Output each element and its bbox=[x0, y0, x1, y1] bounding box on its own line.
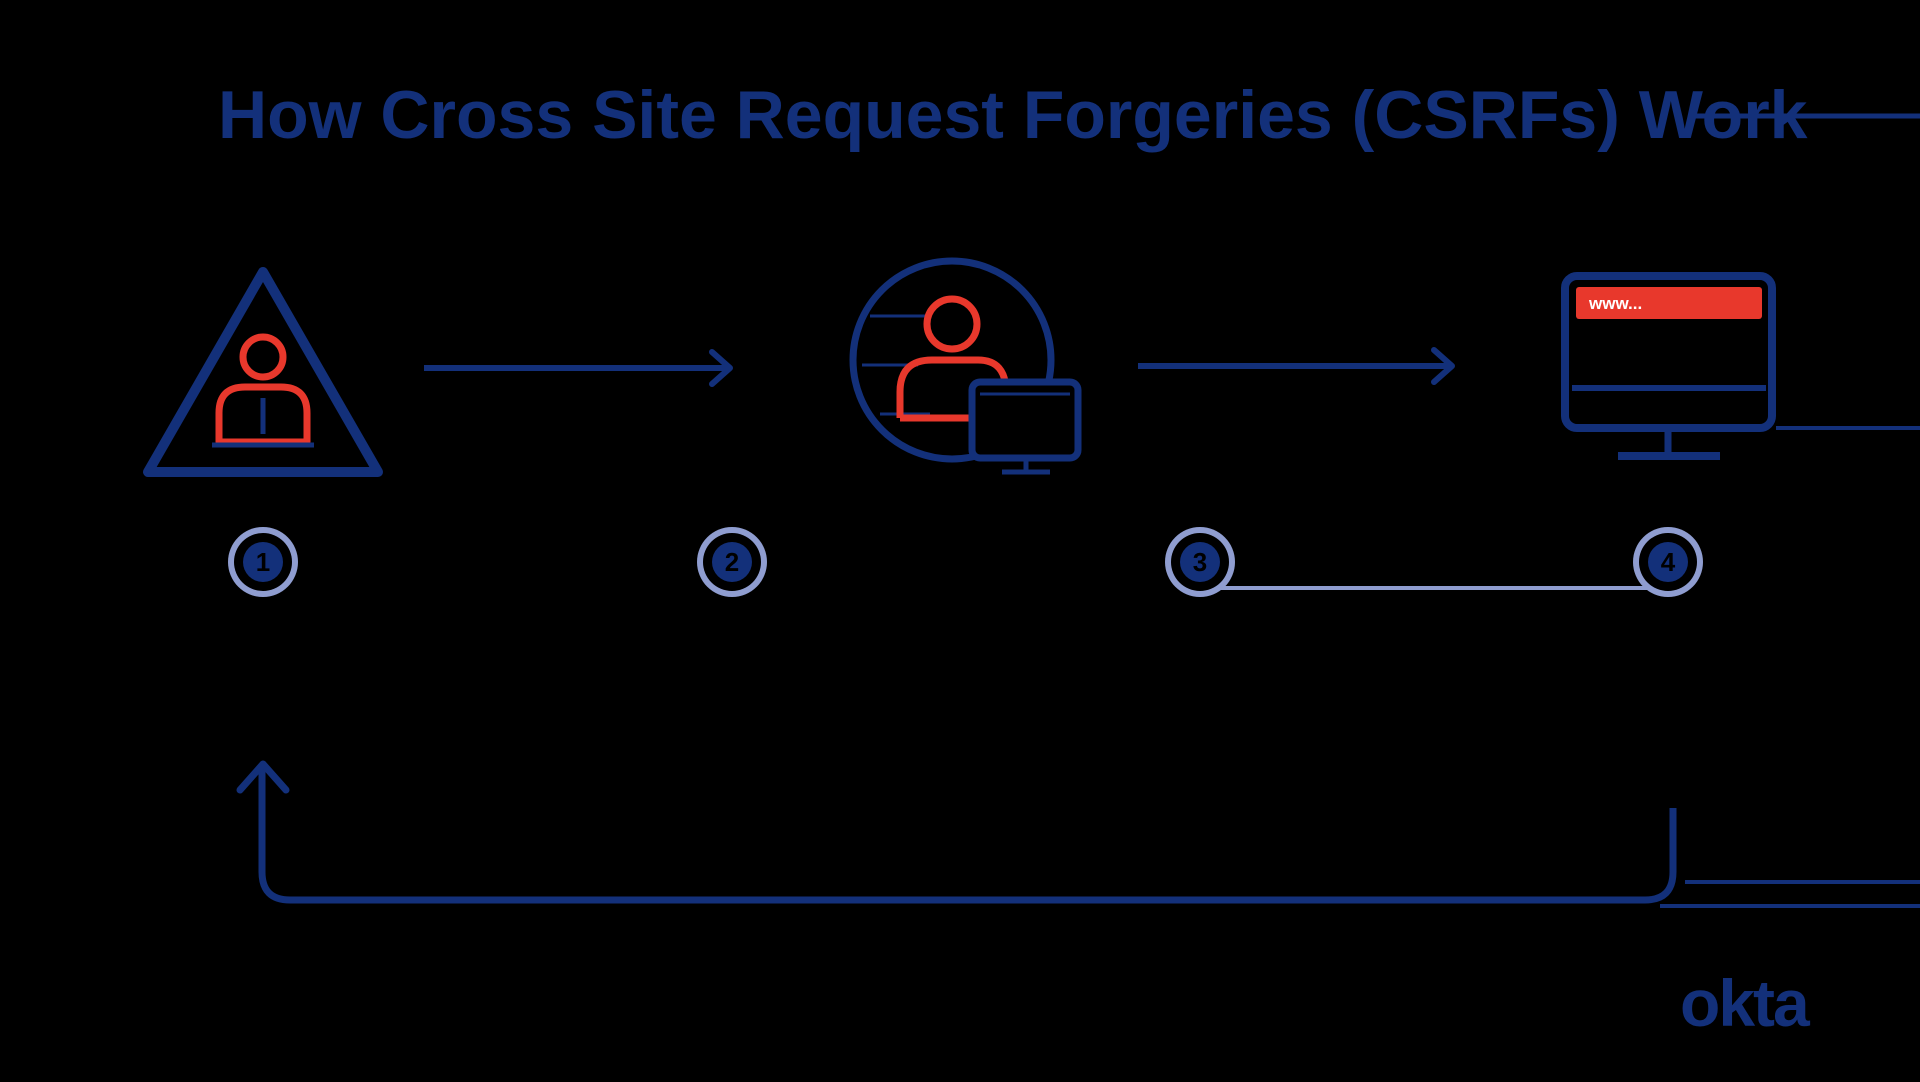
website-url: www... bbox=[1588, 294, 1642, 313]
diagram-title: How Cross Site Request Forgeries (CSRFs)… bbox=[218, 77, 1808, 153]
step-number: 2 bbox=[725, 547, 739, 577]
step-badge-3: 3 bbox=[1165, 527, 1235, 597]
arrow-step1-to-step2 bbox=[424, 349, 733, 387]
step-badge-4: 4 bbox=[1633, 527, 1703, 597]
step-badge-1: 1 bbox=[228, 527, 298, 597]
arrow-step2-to-step3 bbox=[1138, 347, 1455, 385]
warning-triangle-attacker-icon bbox=[143, 267, 383, 477]
step-number: 4 bbox=[1661, 547, 1676, 577]
step-badge-2: 2 bbox=[697, 527, 767, 597]
step-number: 1 bbox=[256, 547, 270, 577]
okta-logo: okta bbox=[1680, 966, 1811, 1040]
step-number: 3 bbox=[1193, 547, 1207, 577]
user-with-computer-icon bbox=[849, 257, 1082, 475]
return-arrow-step4-to-step1 bbox=[236, 760, 1677, 904]
website-monitor-icon: www... bbox=[1561, 272, 1776, 460]
url-bar bbox=[1576, 287, 1762, 319]
